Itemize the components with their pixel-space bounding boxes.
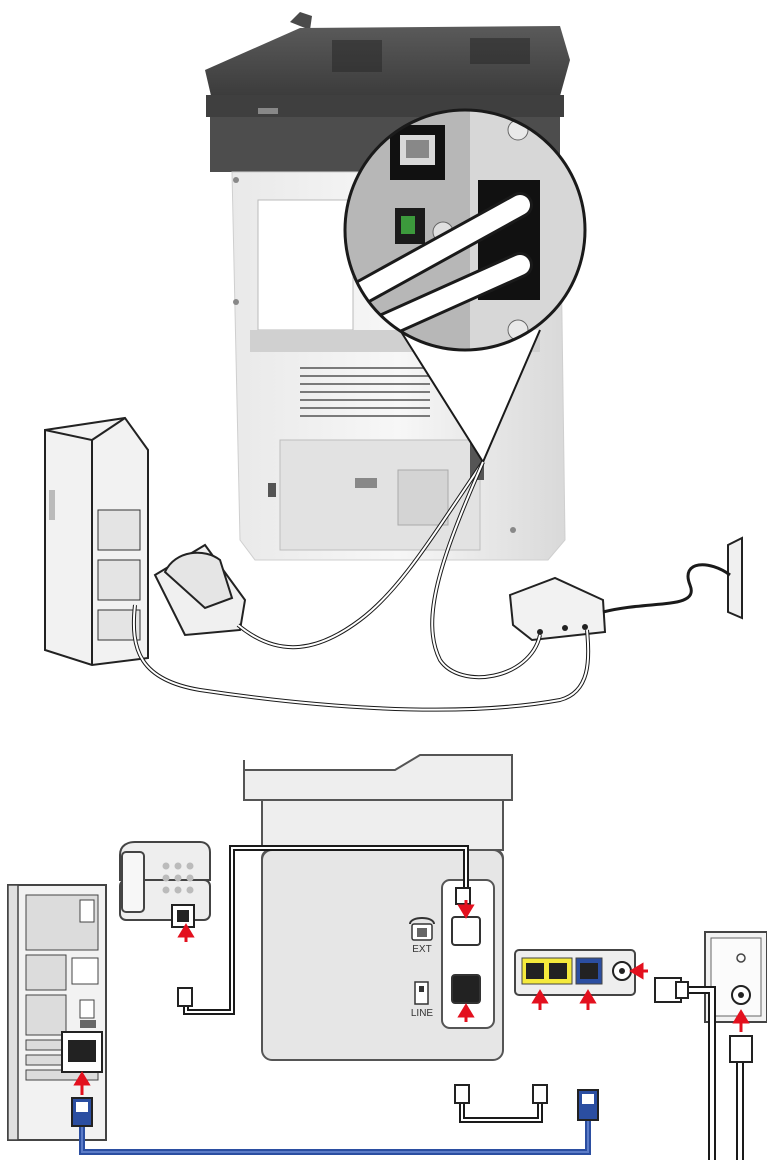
ext-port [452,917,480,945]
dsl-modem [515,950,635,995]
wall-jack [728,538,742,618]
ext-label: EXT [412,944,431,955]
vent-grille [300,368,430,416]
arrow-to-telephone [180,926,192,942]
phone-jack-icon [415,982,428,1004]
telephone-schematic [120,842,210,927]
line-port [452,975,480,1003]
telephone [155,545,245,635]
line-label: LINE [411,1008,434,1019]
splitter [510,578,605,640]
